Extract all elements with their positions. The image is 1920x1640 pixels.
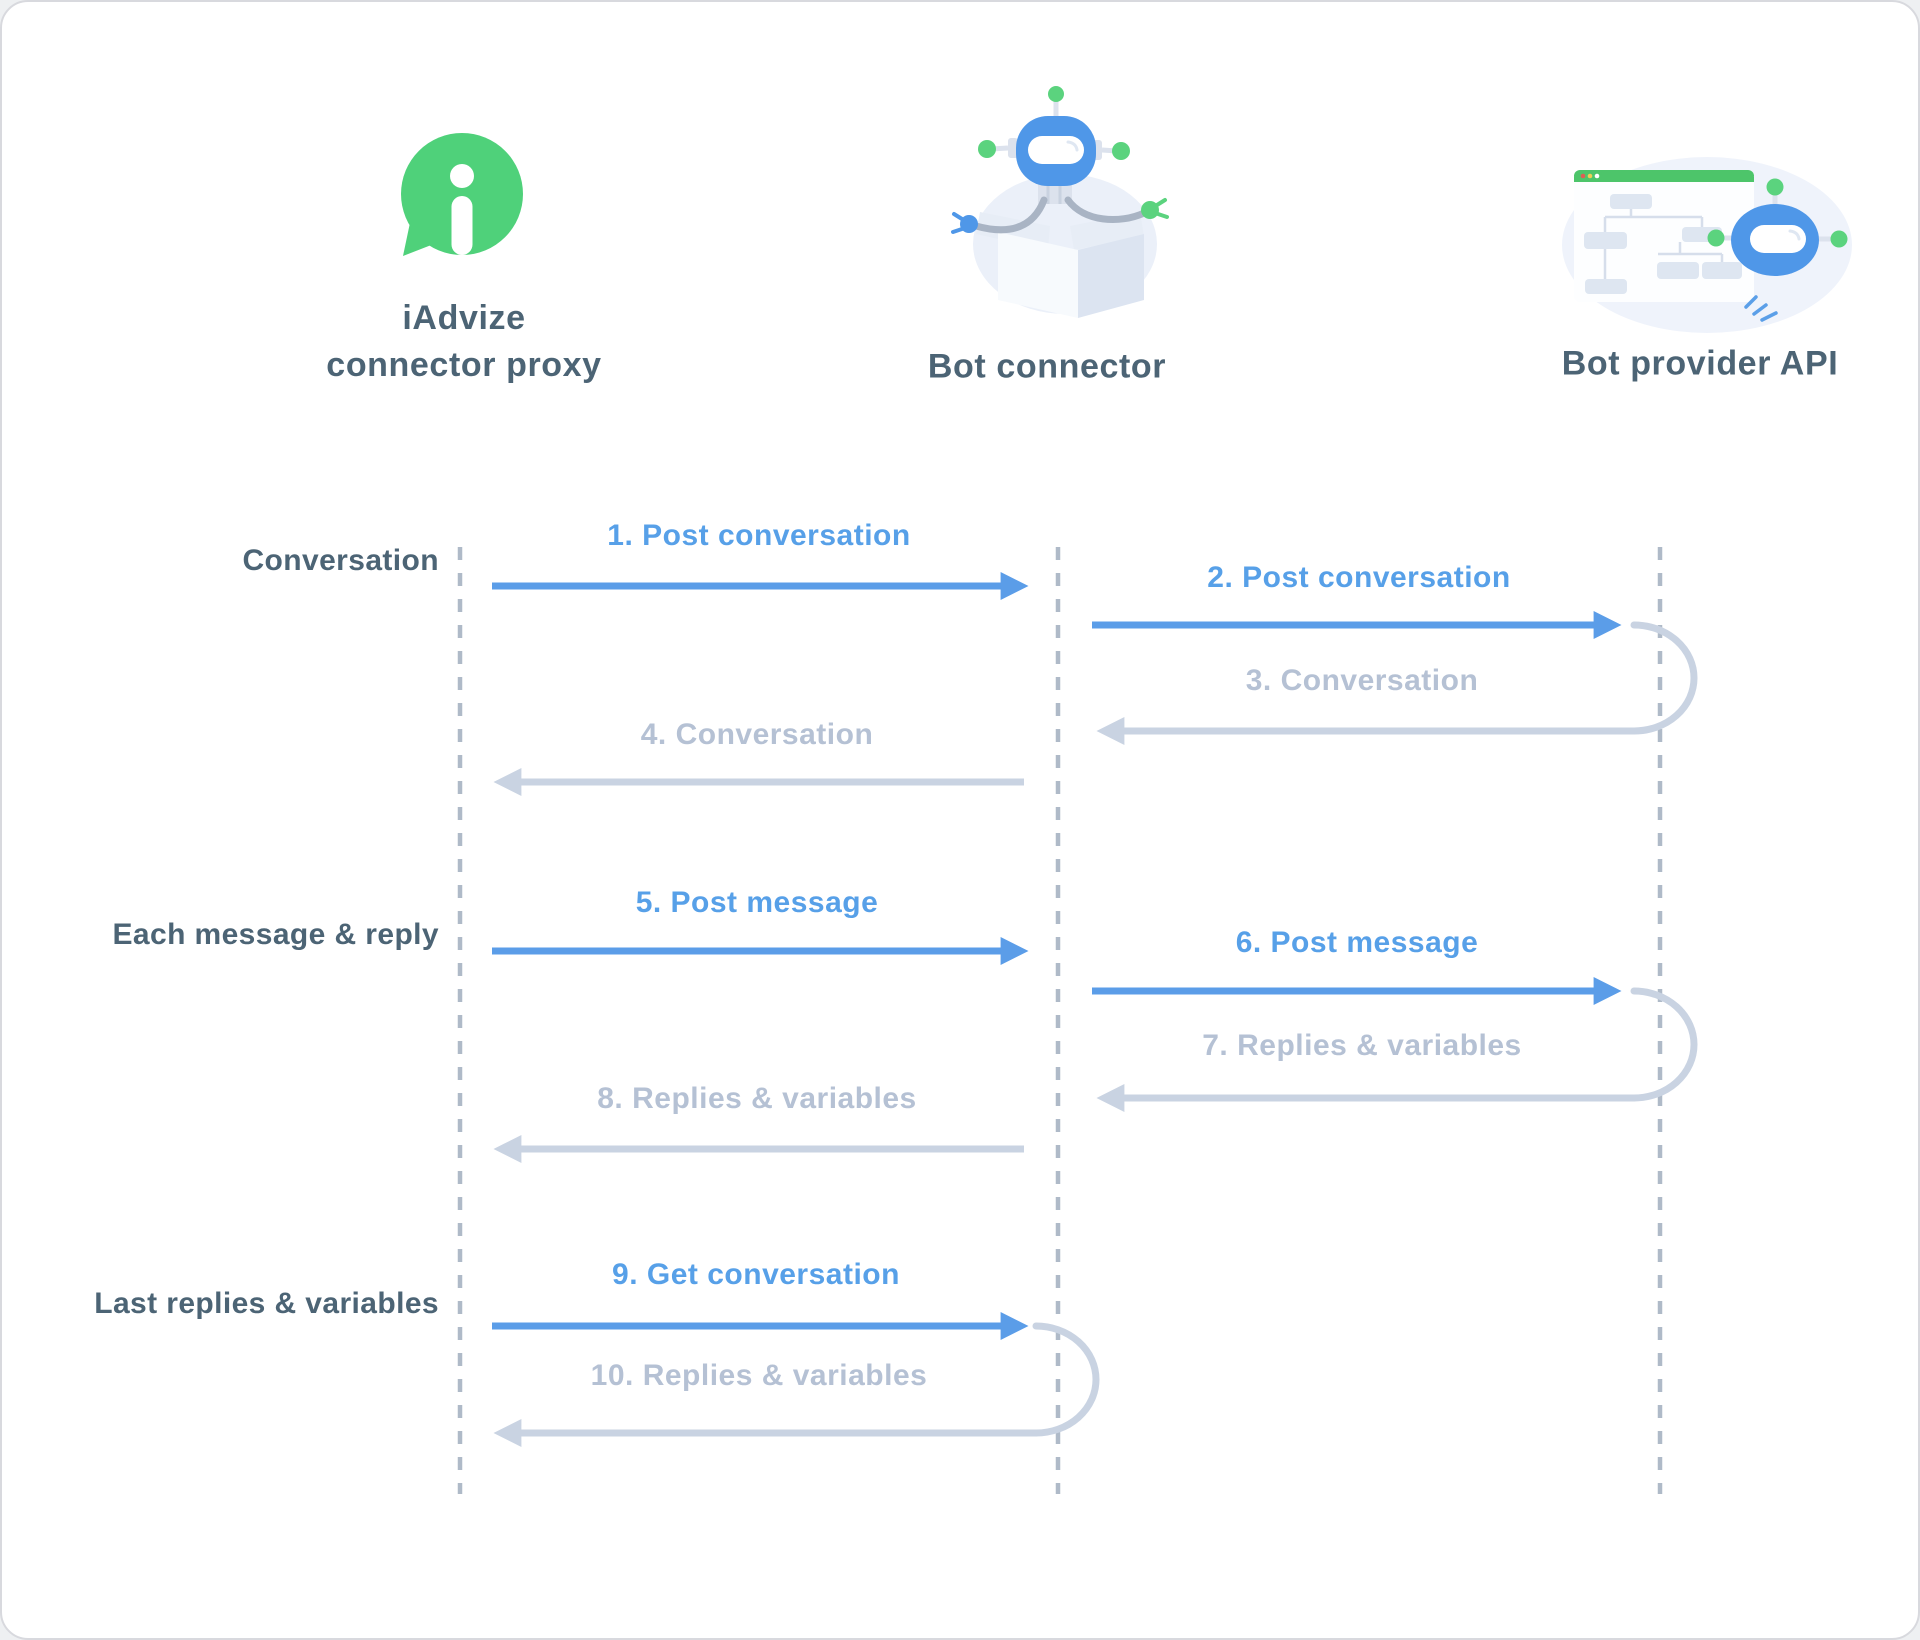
- self-loop-arc-provider-1: [1630, 621, 1698, 735]
- message-label-2: 2. Post conversation: [1207, 561, 1511, 594]
- message-label-7: 7. Replies & variables: [1202, 1029, 1522, 1062]
- actor-label-line1: iAdvize: [402, 299, 526, 338]
- open-box-icon: [976, 212, 1144, 318]
- self-loop-arc-provider-2: [1630, 987, 1698, 1102]
- message-label-9: 9. Get conversation: [612, 1258, 900, 1291]
- letter-i-icon: [450, 164, 474, 255]
- row-label-last-replies-variables: Last replies & variables: [94, 1287, 439, 1320]
- bot-connector-illustration: [951, 86, 1169, 318]
- actor-label-line2: connector proxy: [326, 346, 602, 384]
- speech-bubble-icon: [401, 133, 523, 256]
- message-label-1: 1. Post conversation: [607, 519, 911, 552]
- cable-arms: [951, 196, 1169, 234]
- robot-head-icon: [1707, 178, 1848, 276]
- row-label-conversation: Conversation: [242, 544, 439, 577]
- iadvize-logo: [401, 133, 523, 256]
- message-label-10: 10. Replies & variables: [590, 1359, 928, 1392]
- row-label-each-message-reply: Each message & reply: [112, 918, 439, 951]
- flowchart-icon: [1584, 194, 1742, 294]
- message-label-8: 8. Replies & variables: [597, 1082, 917, 1115]
- message-label-3: 3. Conversation: [1245, 664, 1479, 697]
- robot-head-icon: [978, 86, 1130, 186]
- message-label-6: 6. Post message: [1235, 926, 1479, 959]
- self-loop-arc-connector: [1032, 1322, 1100, 1437]
- actor-label-bot-provider-api: Bot provider API: [1561, 344, 1839, 383]
- actor-label-bot-connector: Bot connector: [927, 347, 1167, 386]
- bot-provider-illustration: [1562, 157, 1852, 333]
- actor-label-iadvize: iAdvize connector proxy: [326, 295, 601, 389]
- message-label-5: 5. Post message: [635, 886, 879, 919]
- message-label-4: 4. Conversation: [640, 718, 874, 751]
- motion-dashes-icon: [1744, 295, 1778, 322]
